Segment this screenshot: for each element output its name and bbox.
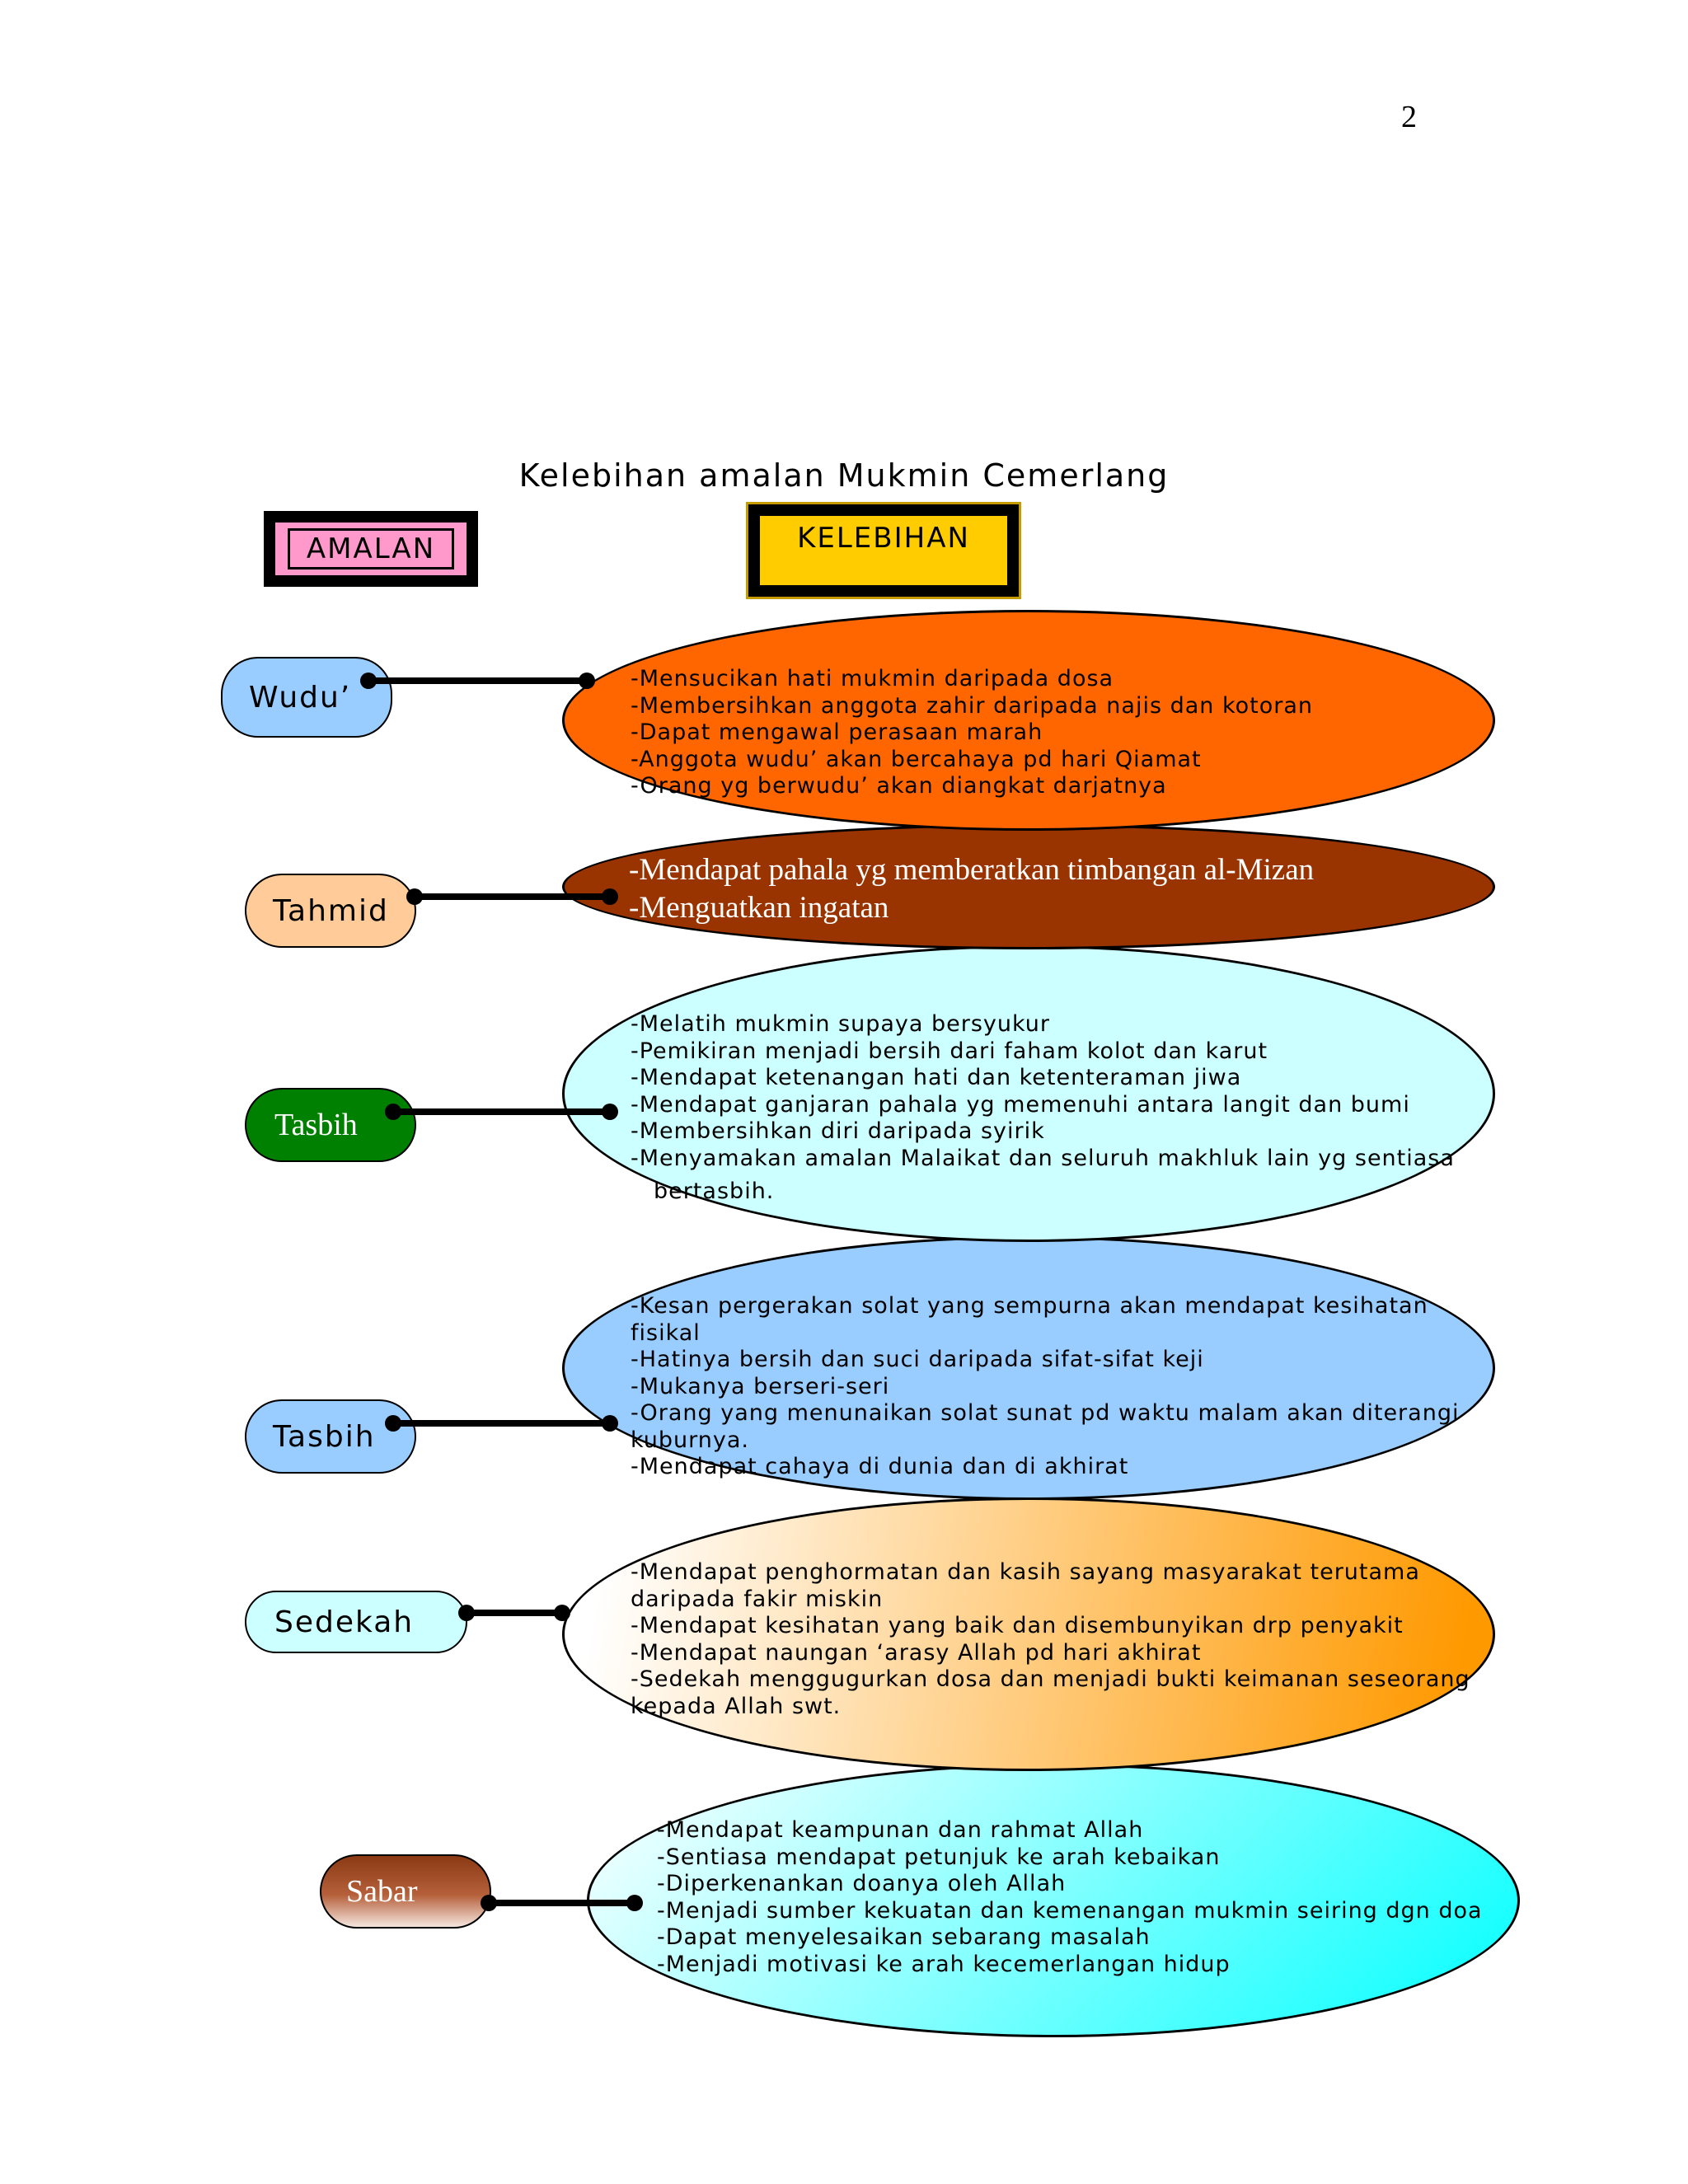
kelebihan-line: -Pemikiran menjadi bersih dari faham kol… — [631, 1038, 1268, 1064]
kelebihan-text: -Kesan pergerakan solat yang sempurna ak… — [631, 1293, 1459, 1481]
kelebihan-line: -Membersihkan diri daripada syirik — [631, 1118, 1045, 1144]
amalan-pill-sedekah: Sedekah — [245, 1591, 467, 1653]
amalan-label: Tasbih — [273, 1419, 376, 1454]
amalan-pill-solat: Tasbih — [245, 1399, 416, 1474]
kelebihan-line: -Menyamakan amalan Malaikat dan seluruh … — [631, 1145, 1455, 1171]
connector-dot — [385, 1104, 401, 1120]
kelebihan-line: kepada Allah swt. — [631, 1693, 842, 1719]
kelebihan-line: -Mendapat ganjaran pahala yg memenuhi an… — [631, 1091, 1410, 1118]
kelebihan-line: -Menjadi sumber kekuatan dan kemenangan … — [657, 1897, 1483, 1924]
kelebihan-line: -Membersihkan anggota zahir daripada naj… — [631, 692, 1314, 719]
kelebihan-line: -Menjadi motivasi ke arah kecemerlangan … — [657, 1951, 1231, 1977]
kelebihan-line: -Mendapat cahaya di dunia dan di akhirat — [631, 1454, 1129, 1479]
connector-dot — [458, 1605, 475, 1621]
connector-dot — [406, 888, 423, 905]
amalan-header: AMALAN — [264, 511, 478, 587]
connector-dot — [360, 673, 377, 689]
connector-dot — [385, 1415, 401, 1432]
connector-dot — [554, 1605, 570, 1621]
kelebihan-line: -Anggota wudu’ akan bercahaya pd hari Qi… — [631, 746, 1202, 772]
amalan-label: Tahmid — [273, 893, 389, 928]
kelebihan-line: -Menguatkan ingatan — [629, 891, 889, 925]
kelebihan-line: kuburnya. — [631, 1427, 750, 1453]
kelebihan-line: -Hatinya bersih dan suci daripada sifat-… — [631, 1347, 1204, 1372]
kelebihan-oval-tahmid: -Mendapat pahala yg memberatkan timbanga… — [562, 824, 1495, 949]
kelebihan-line: -Mendapat naungan ‘arasy Allah pd hari a… — [631, 1639, 1202, 1666]
kelebihan-line: -Dapat menyelesaikan sebarang masalah — [657, 1924, 1151, 1950]
connector-dot — [602, 1415, 618, 1432]
kelebihan-text: -Mendapat penghormatan dan kasih sayang … — [631, 1559, 1470, 1720]
connector-dot — [602, 1104, 618, 1120]
kelebihan-line: -Kesan pergerakan solat yang sempurna ak… — [631, 1293, 1428, 1319]
amalan-pill-sabar: Sabar — [320, 1854, 491, 1929]
kelebihan-text: -Mensucikan hati mukmin daripada dosa -M… — [631, 666, 1313, 800]
kelebihan-line: -Orang yg berwudu’ akan diangkat darjatn… — [631, 773, 1167, 799]
connector-dot — [579, 673, 595, 689]
kelebihan-line: -Orang yang menunaikan solat sunat pd wa… — [631, 1400, 1460, 1426]
amalan-header-label: AMALAN — [287, 528, 455, 569]
kelebihan-line: fisikal — [631, 1319, 701, 1346]
kelebihan-line: -Sentiasa mendapat petunjuk ke arah keba… — [657, 1844, 1221, 1870]
kelebihan-oval-sedekah: -Mendapat penghormatan dan kasih sayang … — [562, 1497, 1495, 1771]
connector-dot — [626, 1895, 643, 1911]
kelebihan-line: daripada fakir miskin — [631, 1586, 884, 1612]
connector-dot — [481, 1895, 497, 1911]
kelebihan-line: -Mendapat penghormatan dan kasih sayang … — [631, 1559, 1420, 1585]
page-number: 2 — [1401, 100, 1417, 134]
kelebihan-line: -Mendapat kesihatan yang baik dan disemb… — [631, 1613, 1404, 1638]
kelebihan-line: -Mukanya berseri-seri — [631, 1373, 890, 1399]
amalan-pill-tasbih: Tasbih — [245, 1088, 416, 1162]
amalan-label: Sabar — [346, 1874, 418, 1909]
kelebihan-oval-tasbih: -Melatih mukmin supaya bersyukur -Pemiki… — [562, 945, 1495, 1242]
amalan-label: Sedekah — [274, 1605, 415, 1639]
amalan-pill-tahmid: Tahmid — [245, 874, 416, 948]
kelebihan-line: -Mensucikan hati mukmin daripada dosa — [631, 666, 1114, 691]
kelebihan-line: -Dapat mengawal perasaan marah — [631, 719, 1043, 745]
kelebihan-line: -Mendapat ketenangan hati dan ketenteram… — [631, 1065, 1242, 1090]
kelebihan-line: -Diperkenankan doanya oleh Allah — [657, 1871, 1067, 1896]
connector-dot — [602, 888, 618, 905]
kelebihan-header-label: KELEBIHAN — [797, 522, 970, 555]
kelebihan-text: -Melatih mukmin supaya bersyukur -Pemiki… — [631, 1011, 1455, 1206]
kelebihan-line: -Mendapat keampunan dan rahmat Allah — [657, 1817, 1144, 1843]
kelebihan-line: -Sedekah menggugurkan dosa dan menjadi b… — [631, 1666, 1470, 1692]
kelebihan-oval-sabar: -Mendapat keampunan dan rahmat Allah -Se… — [587, 1764, 1520, 2037]
kelebihan-text: -Mendapat pahala yg memberatkan timbanga… — [629, 851, 1314, 927]
kelebihan-header: KELEBIHAN — [746, 502, 1021, 599]
kelebihan-oval-solat: -Kesan pergerakan solat yang sempurna ak… — [562, 1236, 1495, 1500]
kelebihan-oval-wudu: -Mensucikan hati mukmin daripada dosa -M… — [562, 610, 1495, 831]
kelebihan-line: -Melatih mukmin supaya bersyukur — [631, 1011, 1051, 1037]
amalan-label: Tasbih — [274, 1108, 358, 1142]
amalan-label: Wudu’ — [249, 680, 352, 715]
kelebihan-text: -Mendapat keampunan dan rahmat Allah -Se… — [657, 1817, 1483, 1978]
kelebihan-line: -Mendapat pahala yg memberatkan timbanga… — [629, 853, 1315, 887]
page-title: Kelebihan amalan Mukmin Cemerlang — [518, 457, 1170, 494]
amalan-pill-wudu: Wudu’ — [221, 657, 392, 738]
kelebihan-line: bertasbih. — [654, 1179, 775, 1204]
